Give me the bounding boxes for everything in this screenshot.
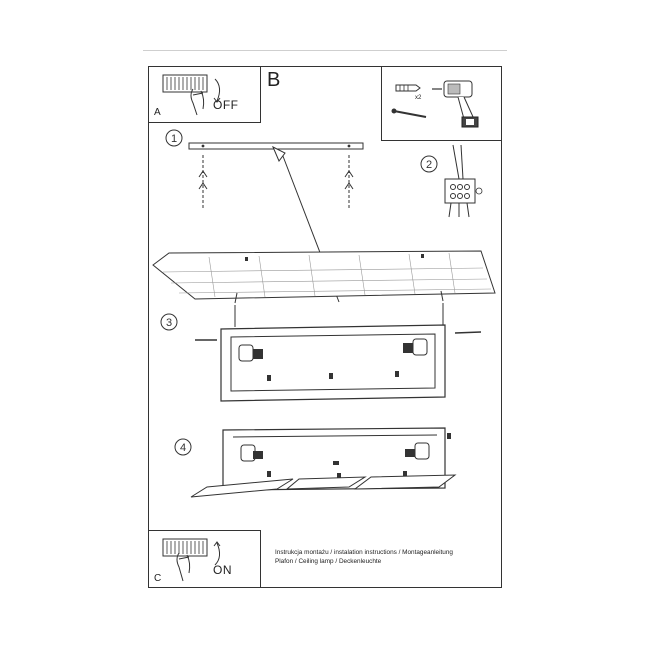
spotlight-right-icon	[403, 338, 428, 356]
step-1-number: 1	[171, 133, 177, 145]
wall-plug-icon	[395, 84, 421, 92]
spotlight-left-assembled-icon	[240, 444, 263, 462]
steps-illustration: 1 2	[152, 129, 496, 498]
step-4-number: 4	[180, 442, 186, 454]
step-2-number: 2	[426, 159, 432, 171]
drill-icon	[432, 80, 479, 128]
multiplier-label: x2	[415, 95, 422, 101]
spotlight-left-icon	[238, 344, 263, 362]
terminal-block-icon	[444, 144, 483, 218]
lamp-attach-icon	[195, 303, 482, 402]
panel-a-power-off: A OFF	[149, 67, 261, 123]
panel-c-power-on: C ON	[149, 530, 261, 587]
panel-b-letter: B	[267, 69, 281, 91]
lamp-assembled-icon	[190, 427, 457, 498]
tools-panel: x2	[381, 67, 501, 141]
tools-illustration	[391, 80, 479, 128]
off-label: OFF	[213, 98, 239, 112]
hand-switch-off-icon	[162, 74, 221, 116]
step-2-marker: 2	[420, 155, 438, 173]
step-1-marker: 1	[165, 129, 183, 147]
step-3-marker: 3	[160, 313, 178, 331]
step-3-number: 3	[166, 317, 172, 329]
caption-line-1: Instrukcja montażu / instalation instruc…	[275, 549, 453, 556]
screw-icon	[391, 108, 427, 118]
panel-a-letter: A	[154, 107, 161, 118]
step-4-marker: 4	[174, 438, 192, 456]
spotlight-right-assembled-icon	[405, 442, 430, 460]
hand-switch-on-icon	[162, 538, 221, 582]
on-label: ON	[213, 563, 232, 577]
top-rule	[143, 50, 507, 51]
caption-line-2: Plafon / Ceiling lamp / Deckenleuchte	[275, 558, 382, 565]
ceiling-slab	[152, 250, 496, 304]
instruction-sheet: A OFF B	[148, 66, 502, 588]
panel-c-letter: C	[154, 573, 162, 584]
